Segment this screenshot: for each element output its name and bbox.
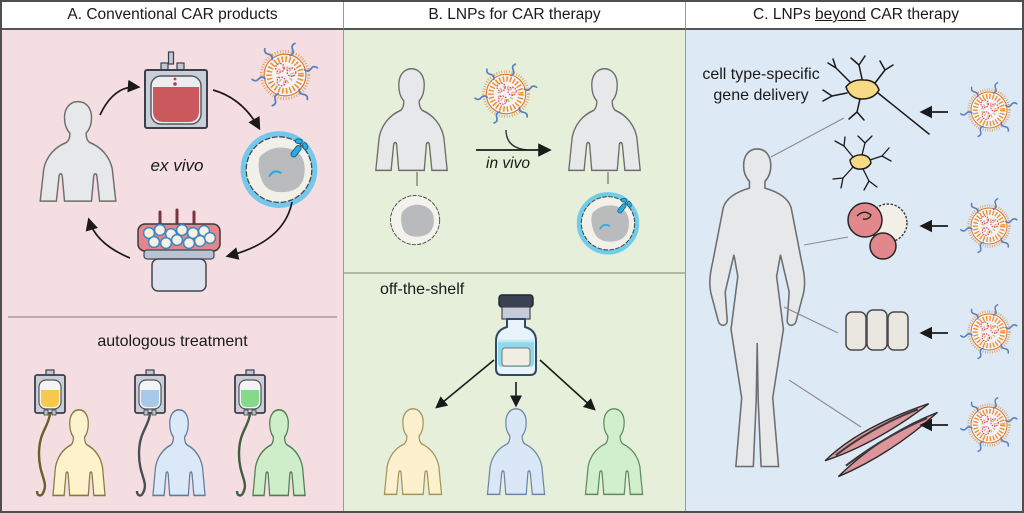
plain-t-cell-icon	[390, 195, 441, 246]
panel-a-body: ex vivo autologous treatment	[2, 30, 343, 511]
panel-b-header: B. LNPs for CAR therapy	[343, 2, 685, 30]
in-vivo-label: in vivo	[486, 155, 530, 172]
iv-bag-icon	[134, 369, 166, 416]
connector-line	[505, 129, 528, 151]
distribution-arrows	[435, 359, 596, 411]
lnp-icon	[961, 304, 1017, 359]
blood-cells-icon	[847, 202, 908, 260]
patient-bust-icon	[584, 408, 644, 496]
gene-delivery-label: cell type-specific gene delivery	[691, 64, 831, 106]
patient-bust-icon	[486, 408, 546, 496]
panel-a-header: A. Conventional CAR products	[2, 2, 343, 30]
connector-line	[783, 306, 839, 334]
muscle-icon	[824, 402, 938, 478]
iv-tube	[135, 413, 152, 497]
arrow-icon	[85, 217, 131, 259]
arrow-icon	[435, 359, 495, 409]
gene-delivery-line1: cell type-specific	[702, 66, 820, 83]
lnp-icon	[961, 397, 1017, 452]
patient-bust-icon	[568, 67, 641, 172]
targeting-arrows	[919, 105, 948, 432]
panel-a-title: A. Conventional CAR products	[67, 6, 278, 23]
iv-tube	[235, 413, 252, 497]
lnp-icon	[475, 64, 537, 124]
connector-line	[770, 117, 845, 158]
patient-bust-icon	[252, 408, 306, 497]
cycle-arrows	[85, 79, 293, 260]
ex-vivo-label: ex vivo	[150, 156, 204, 175]
panel-c-body: cell type-specific gene delivery	[685, 30, 1022, 511]
arrow-icon	[99, 79, 141, 116]
panel-c-header: C. LNPs beyond CAR therapy	[685, 2, 1022, 30]
gene-delivery-line2: gene delivery	[713, 87, 809, 104]
connector-line	[788, 379, 862, 428]
patient-bust-icon	[152, 408, 206, 497]
patient-bust-icon	[383, 408, 443, 496]
arrow-icon	[225, 201, 293, 260]
autologous-treatment-label: autologous treatment	[97, 333, 248, 350]
car-t-cell-icon	[244, 134, 314, 204]
iv-bag-icon	[234, 369, 266, 416]
connector-line	[803, 236, 849, 246]
neuron-icon	[822, 55, 930, 191]
panel-b: B. LNPs for CAR therapy	[343, 2, 686, 511]
patient-yellow	[34, 369, 106, 497]
patient-bust-icon	[39, 100, 117, 202]
panel-a: A. Conventional CAR products	[2, 2, 343, 511]
vial-icon	[495, 294, 537, 376]
blood-bag-icon	[144, 51, 208, 129]
patient-bust-icon	[52, 408, 106, 497]
body-connectors	[770, 117, 862, 428]
arrow-icon	[539, 359, 596, 411]
car-t-cell-icon	[579, 195, 636, 252]
full-body-icon	[709, 148, 806, 468]
tissue-icon	[845, 309, 909, 351]
lnp-icon	[252, 43, 317, 106]
patient-bust-icon	[375, 67, 448, 172]
bioreactor-icon	[137, 208, 221, 292]
lnp-icon	[961, 198, 1017, 253]
iv-tube	[35, 413, 52, 497]
panel-b-title: B. LNPs for CAR therapy	[428, 6, 601, 23]
patient-green	[234, 369, 306, 497]
lnp-icon	[961, 82, 1017, 137]
iv-bag-icon	[34, 369, 66, 416]
patient-blue	[134, 369, 206, 497]
panel-b-body: in vivo off-the-shelf	[343, 30, 686, 511]
off-the-shelf-label: off-the-shelf	[380, 281, 465, 298]
panel-c-title: C. LNPs beyond CAR therapy	[753, 6, 959, 23]
panel-c: C. LNPs beyond CAR therapy	[685, 2, 1022, 511]
arrow-icon	[212, 89, 261, 131]
